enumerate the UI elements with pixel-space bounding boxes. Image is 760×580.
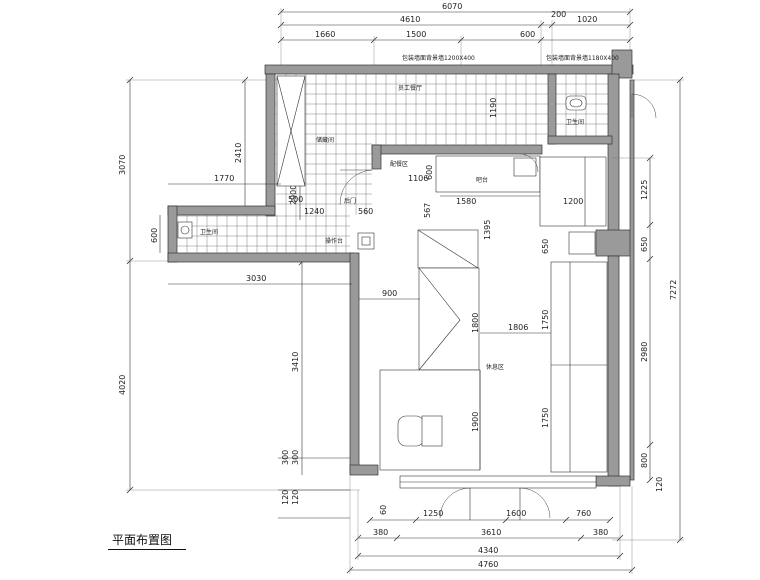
dim-4760: 4760 — [478, 560, 498, 569]
top-dimensions: 6070 4610 200 1020 1660 1500 600 — [277, 2, 634, 66]
right-dimensions: 1225 650 2980 800 120 7272 — [612, 76, 684, 544]
dim-1660: 1660 — [315, 30, 335, 39]
drawing-title: 平面布置图 — [112, 533, 173, 547]
label-storage: 储藏间 — [316, 136, 334, 144]
dim-800: 800 — [640, 453, 649, 468]
dim-2980: 2980 — [640, 342, 649, 362]
dim-380-left: 380 — [373, 528, 388, 537]
dim-600: 600 — [520, 30, 535, 39]
label-counter: 操作台 — [325, 237, 343, 245]
fixtures — [177, 75, 608, 520]
dim-1225: 1225 — [640, 180, 649, 200]
dim-560: 560 — [358, 207, 373, 216]
room-labels: 储藏间 员工餐厅 休息区 吧台 后门 卫生间 卫生间 配餐区 操作台 包装墙面背… — [200, 54, 619, 371]
dim-3410: 3410 — [291, 352, 300, 372]
dim-60: 60 — [379, 505, 388, 515]
door-swings — [339, 93, 657, 519]
dim-1240: 1240 — [304, 207, 324, 216]
label-pantry: 配餐区 — [390, 160, 408, 168]
dim-4610: 4610 — [400, 15, 420, 24]
room-dimensions: 1770 3030 600 900 1806 300 300 120 120 1… — [150, 98, 583, 519]
dim-7272: 7272 — [669, 280, 678, 300]
dim-300-a: 300 — [291, 450, 300, 465]
dim-1190: 1190 — [489, 98, 498, 118]
dim-1020: 1020 — [577, 15, 597, 24]
dim-4340: 4340 — [478, 546, 498, 555]
label-bar: 吧台 — [476, 176, 488, 184]
dim-1200: 1200 — [563, 197, 583, 206]
dim-500: 500 — [288, 195, 303, 204]
walls — [167, 49, 635, 487]
dim-120-b: 120 — [291, 490, 300, 505]
dim-380-right: 380 — [593, 528, 608, 537]
dim-1750-b: 1750 — [541, 408, 550, 428]
dim-1106: 1106 — [408, 174, 428, 183]
dim-6070: 6070 — [442, 2, 462, 11]
dim-2900: 2900 — [289, 185, 298, 205]
dim-2410: 2410 — [234, 143, 243, 163]
dim-567: 567 — [423, 203, 432, 218]
dim-650-room: 650 — [541, 239, 550, 254]
dim-900: 900 — [382, 289, 397, 298]
annotation-wall-1: 包装墙面背景墙1200X400 — [402, 54, 475, 62]
dim-1580: 1580 — [456, 197, 476, 206]
dim-1250: 1250 — [423, 509, 443, 518]
title-underline — [108, 549, 186, 550]
label-restroom-2: 卫生间 — [200, 228, 218, 236]
dim-3070: 3070 — [118, 155, 127, 175]
dim-1395: 1395 — [483, 220, 492, 240]
dim-1750-a: 1750 — [541, 310, 550, 330]
dim-120-right: 120 — [655, 477, 664, 492]
dim-1900: 1900 — [471, 412, 480, 432]
annotation-wall-2: 包装墙面背景墙1180X400 — [546, 54, 619, 62]
dim-3610: 3610 — [481, 528, 501, 537]
dim-3030: 3030 — [246, 274, 266, 283]
dim-4020: 4020 — [118, 375, 127, 395]
bottom-dimensions: 60 1250 1600 760 380 3610 380 4340 4760 — [346, 475, 636, 574]
dim-600-left: 600 — [150, 228, 159, 243]
label-restroom-1: 卫生间 — [566, 118, 584, 126]
dim-1806: 1806 — [508, 323, 528, 332]
label-back-door: 后门 — [344, 197, 356, 205]
dim-200: 200 — [551, 10, 566, 19]
dim-600-room: 600 — [425, 165, 434, 180]
dim-760: 760 — [576, 509, 591, 518]
label-staff-dining: 员工餐厅 — [398, 84, 422, 92]
dim-650: 650 — [640, 237, 649, 252]
dim-1600: 1600 — [506, 509, 526, 518]
dim-1800: 1800 — [471, 313, 480, 333]
label-rest-area: 休息区 — [486, 363, 504, 371]
dim-120-a: 120 — [281, 490, 290, 505]
dim-1500: 1500 — [406, 30, 426, 39]
dim-1770: 1770 — [214, 174, 234, 183]
dim-300-b: 300 — [281, 450, 290, 465]
